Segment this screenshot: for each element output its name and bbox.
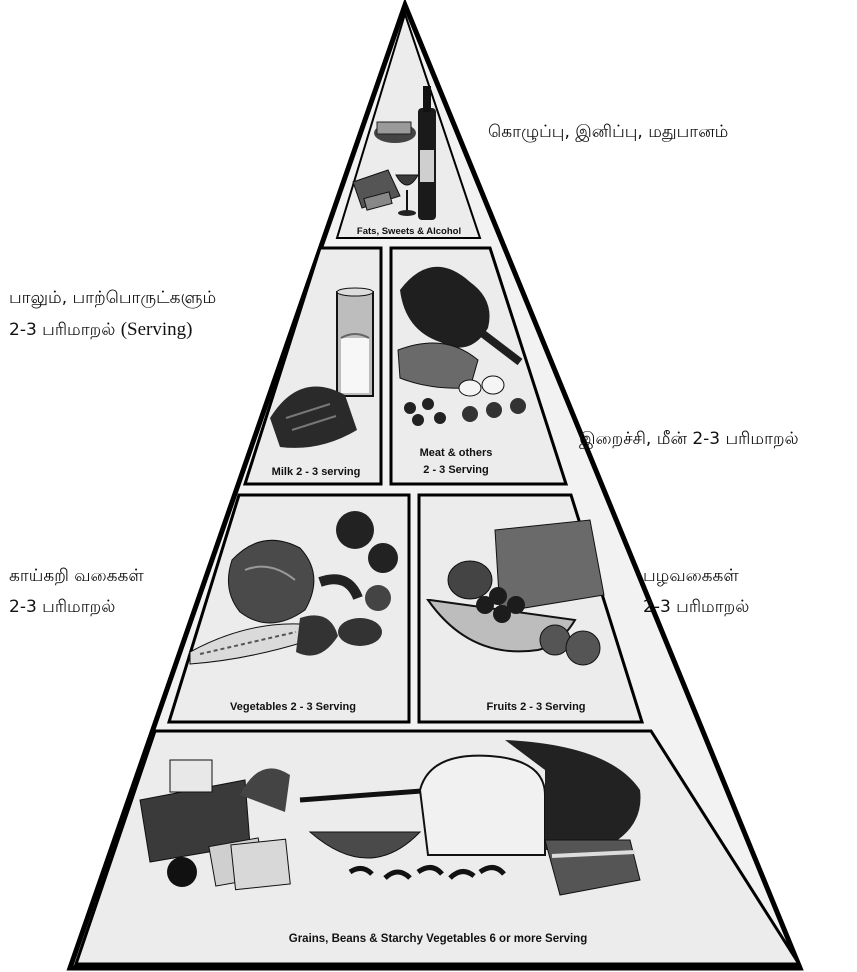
tier-grains-caption: Grains, Beans & Starchy Vegetables 6 or …: [289, 933, 587, 945]
tamil-label-meat: இறைச்சி, மீன் 2-3 பரிமாறல்: [579, 424, 799, 455]
tamil-label-milk: பாலும், பாற்பொருட்களும் 2-3 பரிமாறல் (Se…: [9, 283, 216, 346]
tamil-label-fats: கொழுப்பு, இனிப்பு, மதுபானம்: [488, 117, 728, 148]
tamil-label-fruits: பழவகைகள் 2-3 பரிமாறல்: [643, 561, 749, 623]
tier-milk-caption: Milk 2 - 3 serving: [272, 466, 361, 478]
tier-meat-caption-line1: Meat & others: [420, 447, 493, 459]
tamil-label-milk-line1: பாலும், பாற்பொருட்களும்: [9, 283, 216, 314]
tamil-label-milk-serving-en: (Serving): [121, 319, 193, 340]
tamil-label-vegetables-line2: 2-3 பரிமாறல்: [9, 592, 144, 623]
tamil-label-meat-text: இறைச்சி, மீன் 2-3 பரிமாறல்: [579, 429, 799, 449]
tamil-label-vegetables: காய்கறி வகைகள் 2-3 பரிமாறல்: [9, 561, 144, 623]
tamil-label-milk-serving-ta: 2-3 பரிமாறல்: [9, 320, 115, 340]
tier-fats-caption: Fats, Sweets & Alcohol: [357, 226, 461, 237]
tier-fruits-caption: Fruits 2 - 3 Serving: [486, 701, 585, 713]
tamil-label-fats-text: கொழுப்பு, இனிப்பு, மதுபானம்: [488, 122, 728, 142]
tamil-label-milk-line2: 2-3 பரிமாறல் (Serving): [9, 314, 216, 346]
tier-vegetables-caption: Vegetables 2 - 3 Serving: [230, 701, 356, 713]
tier-meat-caption-line2: 2 - 3 Serving: [423, 464, 488, 476]
tamil-label-fruits-line1: பழவகைகள்: [643, 561, 749, 592]
tamil-label-vegetables-line1: காய்கறி வகைகள்: [9, 561, 144, 592]
tamil-label-fruits-line2: 2-3 பரிமாறல்: [643, 592, 749, 623]
